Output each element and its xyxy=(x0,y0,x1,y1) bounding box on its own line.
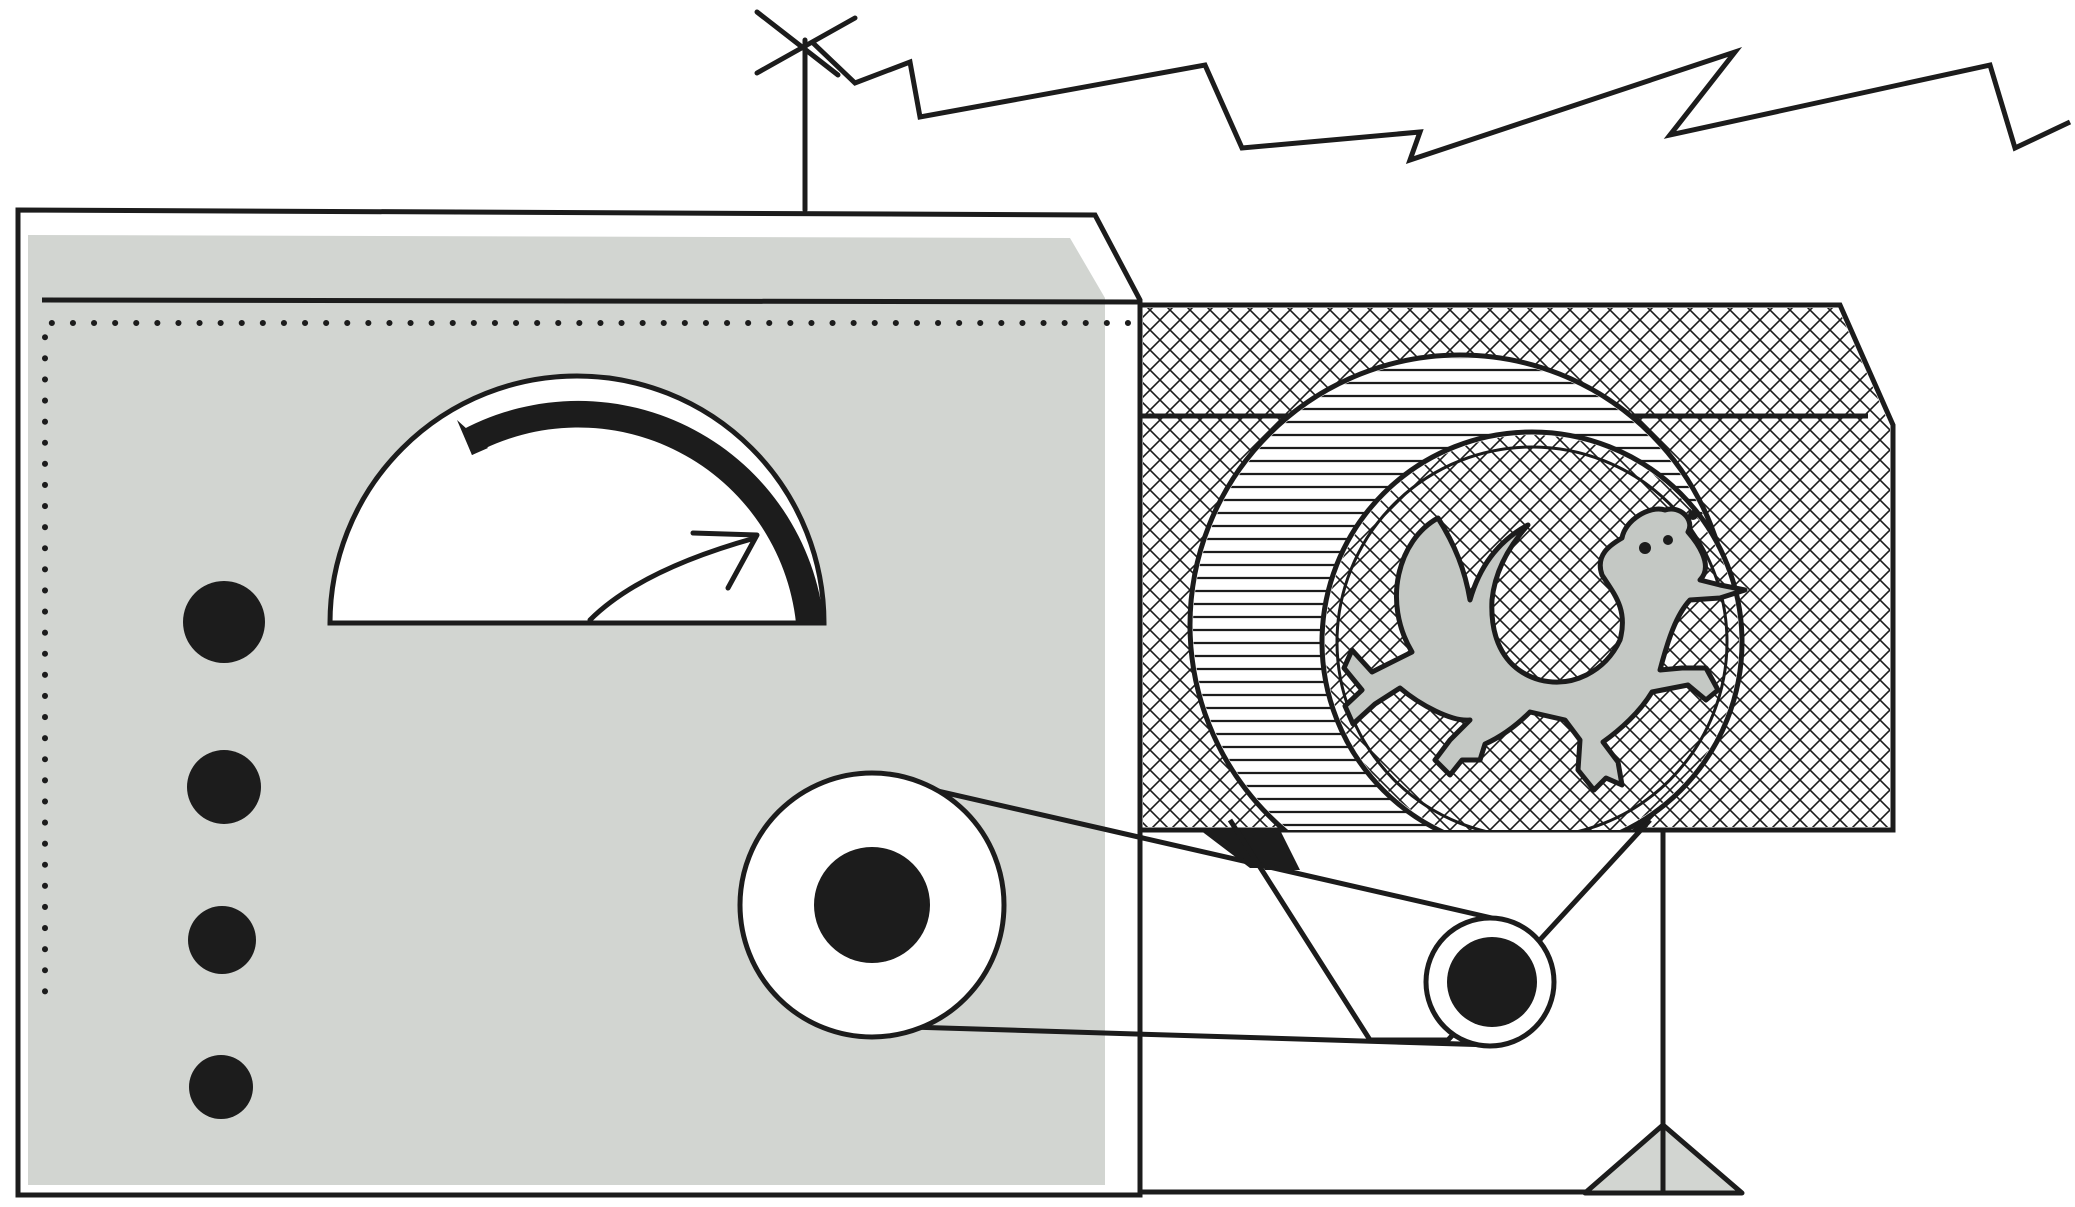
lizard-eye xyxy=(1663,535,1673,545)
large-pulley-hub xyxy=(814,847,930,963)
gauge-band-notch xyxy=(457,420,488,455)
support-shadow xyxy=(1240,830,1300,870)
signal-wave xyxy=(810,40,2072,164)
antenna xyxy=(754,9,858,213)
small-pulley-hub xyxy=(1447,937,1537,1027)
panel-button[interactable] xyxy=(189,1055,253,1119)
cage-compartment xyxy=(1137,302,1896,868)
panel-button[interactable] xyxy=(183,581,265,663)
drive-belt xyxy=(867,772,1493,921)
panel-button[interactable] xyxy=(188,906,256,974)
dotted-border xyxy=(42,320,1131,1013)
button-stack xyxy=(183,581,265,1119)
panel-button[interactable] xyxy=(187,750,261,824)
gauge-band xyxy=(462,400,824,623)
drive-mechanism xyxy=(737,770,1745,1196)
lizard-creature xyxy=(1341,506,1748,793)
lizard-nostril xyxy=(1688,510,1698,520)
lizard-eye xyxy=(1639,542,1651,554)
lizard-body xyxy=(1341,506,1748,793)
gauge-needle xyxy=(587,530,760,623)
dial-gauge xyxy=(327,373,827,626)
drive-belt xyxy=(909,1024,1493,1048)
top-rule xyxy=(41,297,1141,305)
radio-housing xyxy=(15,207,1143,1198)
